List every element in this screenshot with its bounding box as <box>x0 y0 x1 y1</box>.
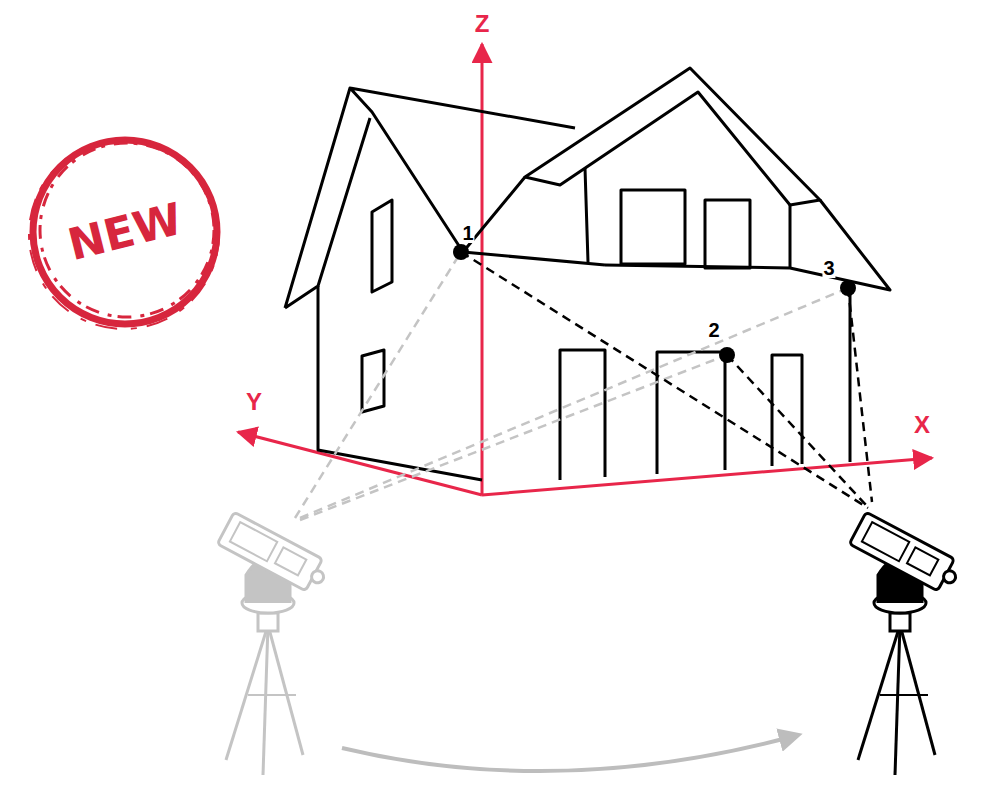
stamp-ring <box>33 140 217 324</box>
point <box>840 280 856 296</box>
point <box>719 347 735 363</box>
callout-number: 1 <box>461 223 474 243</box>
sight-lines-old <box>295 252 848 520</box>
right-roof <box>605 200 890 290</box>
main-eave <box>463 177 605 265</box>
point <box>453 244 469 260</box>
axis-label: Y <box>245 390 263 414</box>
house <box>285 68 890 480</box>
axis-label: Z <box>474 12 491 36</box>
dormer-roof <box>525 68 820 205</box>
new-stamp: NEW <box>25 132 225 332</box>
callout-number: 2 <box>707 320 720 340</box>
window <box>621 190 685 264</box>
sight-lines <box>461 252 872 508</box>
stamp-ring <box>40 143 214 317</box>
window <box>362 350 384 412</box>
device <box>849 512 963 775</box>
door <box>772 355 802 466</box>
device-old <box>217 512 331 775</box>
callout-number: 3 <box>822 258 835 278</box>
axes <box>238 44 932 495</box>
dormer-wall <box>585 168 790 268</box>
window <box>705 200 750 268</box>
measure-points <box>453 244 856 363</box>
x-axis <box>482 458 932 495</box>
move-arrow <box>342 735 798 771</box>
axis-label: X <box>913 413 931 437</box>
window <box>372 200 392 292</box>
stamp-text: NEW <box>64 197 187 268</box>
right-wall <box>849 290 852 462</box>
left-roof <box>285 88 575 308</box>
stamp-ring <box>29 139 219 329</box>
door <box>560 350 605 480</box>
